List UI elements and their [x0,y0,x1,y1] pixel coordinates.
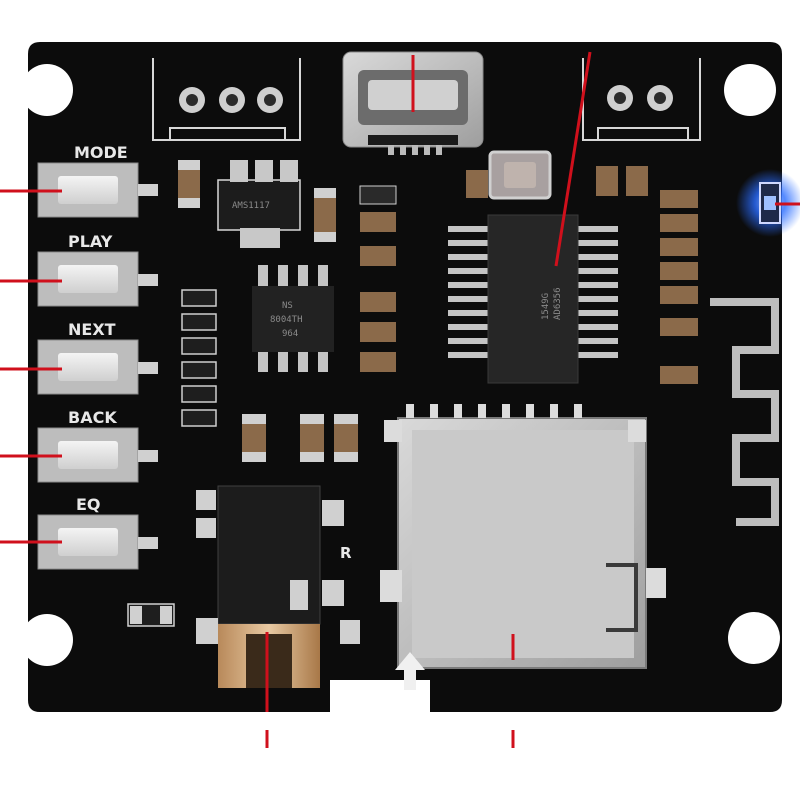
button-label-eq: EQ [76,495,101,514]
smd-column-left [359,185,397,372]
tactile-button-mode[interactable] [37,162,158,218]
button-label-mode: MODE [74,143,128,162]
mounting-holes [21,64,780,666]
capacitors-top [178,150,552,242]
main-chip-marking-1: 1549G [541,293,551,320]
micro-sd-card-slot [380,404,666,669]
pcb-antenna-trace [710,298,779,526]
indicator-lines [0,51,800,748]
two-pin-header [582,58,701,141]
insert-arrow-icon [395,652,425,690]
voltage-regulator: AMS1117 [217,160,301,248]
button-label-play: PLAY [68,232,113,251]
capacitors-bottom [242,414,358,462]
regulator-marking: AMS1117 [232,201,270,211]
tactile-button-next[interactable] [37,339,158,395]
smd-column-right [466,166,698,384]
amp-chip-marking-2: 8004TH [270,315,303,325]
resistor-column [181,289,217,427]
headphone-jack [196,485,360,688]
audio-channel-label: R [340,544,352,562]
amp-chip-marking-1: NS [282,301,293,311]
button-label-next: NEXT [68,320,116,339]
tactile-button-play[interactable] [37,251,158,307]
three-pin-header [152,58,301,141]
capacitor-bottom-left [127,603,175,627]
amp-chip-marking-3: 964 [282,329,298,339]
status-led [736,169,800,237]
amplifier-chip: NS 8004TH 964 [252,265,334,372]
button-label-back: BACK [68,408,117,427]
main-bluetooth-chip: 1549G AD6356 [448,214,618,384]
main-chip-marking-2: AD6356 [553,287,563,320]
